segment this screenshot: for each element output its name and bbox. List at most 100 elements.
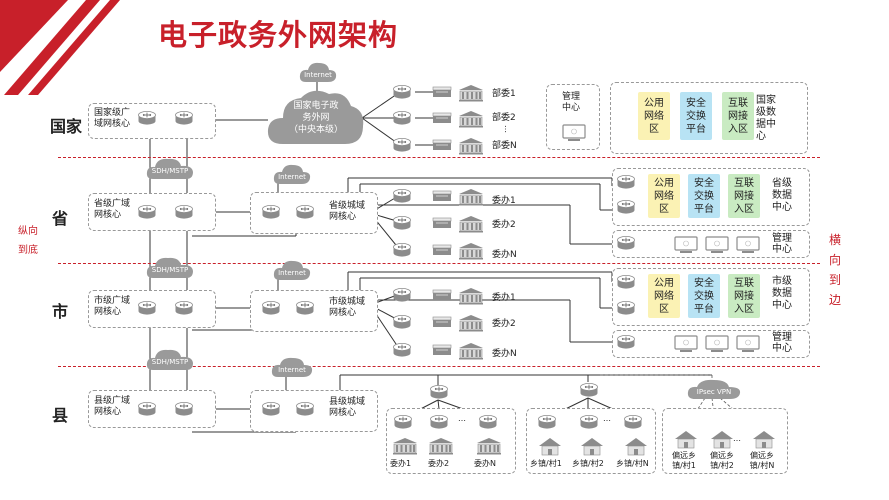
city-wan-core-label: 市级广域 网核心 bbox=[94, 296, 131, 317]
county-internet-label: Internet bbox=[278, 366, 306, 374]
county-town-2: 乡镇/村2 bbox=[572, 459, 604, 468]
county-remote-dots: … bbox=[733, 434, 741, 443]
province-mgmt-label: 管理 中心 bbox=[772, 233, 792, 255]
city-mgmt-router bbox=[617, 334, 635, 353]
county-town-house-3 bbox=[624, 437, 648, 461]
province-metro-router-2 bbox=[296, 204, 314, 223]
city-router-1 bbox=[138, 300, 156, 319]
city-metro-label: 市级城域 网核心 bbox=[329, 297, 366, 318]
national-internet-label: Internet bbox=[304, 71, 332, 79]
vertical-note: 纵向 到底 bbox=[18, 226, 38, 256]
national-wan-core-label: 国家级广 域网核心 bbox=[94, 108, 131, 129]
national-dept-router-2 bbox=[393, 110, 411, 129]
city-internet-cloud bbox=[273, 260, 311, 280]
separator-city-county bbox=[58, 366, 820, 367]
national-dept-building-3 bbox=[458, 137, 484, 159]
city-mgmt-monitor-1 bbox=[674, 335, 698, 357]
province-office-router-1 bbox=[393, 188, 411, 207]
horizontal-note: 横 向 到 边 bbox=[829, 233, 842, 307]
city-zone-exchange: 安全 交换 平台 bbox=[688, 274, 720, 318]
county-remote-house-1 bbox=[674, 430, 698, 454]
province-office-server-1 bbox=[432, 189, 452, 208]
county-office-1: 委办1 bbox=[390, 459, 412, 468]
province-office-1: 委办1 bbox=[492, 196, 516, 206]
county-remote-house-2 bbox=[710, 430, 734, 454]
county-town-3: 乡镇/村N bbox=[616, 459, 649, 468]
national-mgmt-label: 管理 中心 bbox=[561, 92, 580, 113]
county-office-building-1 bbox=[392, 437, 418, 459]
province-zone-exchange: 安全 交换 平台 bbox=[688, 174, 720, 218]
national-dept-server-1 bbox=[432, 85, 452, 104]
county-remote-2: 偏远乡 镇/村2 bbox=[710, 451, 734, 470]
national-dept-router-1 bbox=[393, 84, 411, 103]
province-mgmt-monitor-2 bbox=[705, 236, 729, 258]
city-office-server-2 bbox=[432, 315, 452, 334]
city-office-building-3 bbox=[458, 342, 484, 364]
county-metro-label: 县级城域 网核心 bbox=[329, 397, 366, 418]
county-office-dots: … bbox=[458, 414, 466, 423]
county-office-router-3 bbox=[479, 414, 497, 433]
national-main-cloud-label: 国家电子政 务外网 （中央本级） bbox=[288, 101, 343, 135]
county-metro-router-1 bbox=[262, 401, 280, 420]
city-zone-public: 公用 网络 区 bbox=[648, 274, 680, 318]
county-office-2: 委办2 bbox=[428, 459, 450, 468]
national-dept-building-2 bbox=[458, 110, 484, 132]
separator-national-province bbox=[58, 157, 820, 158]
province-router-2 bbox=[175, 204, 193, 223]
county-router-2 bbox=[175, 401, 193, 420]
county-town-router-3 bbox=[624, 414, 642, 433]
province-sdh-label: SDH/MSTP bbox=[151, 167, 189, 175]
county-dist-router-2 bbox=[580, 382, 598, 401]
national-zone-public: 公用 网络 区 bbox=[638, 92, 670, 140]
city-mgmt-label: 管理 中心 bbox=[772, 332, 792, 354]
county-metro-router-2 bbox=[296, 401, 314, 420]
province-mgmt-monitor-3 bbox=[736, 236, 760, 258]
separator-province-city bbox=[58, 263, 820, 264]
province-zone-internet: 互联 网接 入区 bbox=[728, 174, 760, 218]
level-national: 国家 bbox=[50, 117, 83, 136]
city-mgmt-monitor-3 bbox=[736, 335, 760, 357]
city-office-3: 委办N bbox=[492, 349, 517, 359]
province-router-1 bbox=[138, 204, 156, 223]
county-ipsec-cloud bbox=[687, 379, 741, 399]
national-dc-label: 国家 级数 据中 心 bbox=[756, 95, 776, 142]
province-office-server-3 bbox=[432, 243, 452, 262]
province-internet-label: Internet bbox=[278, 173, 306, 181]
county-office-3: 委办N bbox=[474, 459, 496, 468]
province-zone-public: 公用 网络 区 bbox=[648, 174, 680, 218]
city-sdh-label: SDH/MSTP bbox=[151, 266, 189, 274]
county-sdh-label: SDH/MSTP bbox=[151, 358, 189, 366]
national-router-2 bbox=[175, 110, 193, 129]
county-town-1: 乡镇/村1 bbox=[530, 459, 562, 468]
national-dept-server-3 bbox=[432, 138, 452, 157]
national-dept-3: 部委N bbox=[492, 141, 517, 151]
province-office-3: 委办N bbox=[492, 250, 517, 260]
county-office-router-1 bbox=[394, 414, 412, 433]
city-metro-router-2 bbox=[296, 300, 314, 319]
city-dc-router-2 bbox=[617, 300, 635, 319]
national-dept-server-2 bbox=[432, 111, 452, 130]
city-dc-label: 市级 数据 中心 bbox=[772, 276, 792, 311]
national-dept-1: 部委1 bbox=[492, 89, 516, 99]
national-zone-exchange: 安全 交换 平台 bbox=[680, 92, 712, 140]
city-office-router-2 bbox=[393, 314, 411, 333]
province-office-building-3 bbox=[458, 242, 484, 264]
city-dc-router-1 bbox=[617, 274, 635, 293]
province-wan-core-label: 省级广域 网核心 bbox=[94, 199, 131, 220]
city-sdh-cloud bbox=[146, 257, 193, 278]
county-office-building-3 bbox=[476, 437, 502, 459]
city-mgmt-monitor-2 bbox=[705, 335, 729, 357]
level-county: 县 bbox=[52, 406, 69, 425]
province-office-building-2 bbox=[458, 215, 484, 237]
province-sdh-cloud bbox=[146, 156, 194, 180]
national-dept-router-3 bbox=[393, 137, 411, 156]
city-office-router-1 bbox=[393, 287, 411, 306]
county-town-router-2 bbox=[580, 414, 598, 433]
corner-decoration bbox=[0, 0, 120, 95]
county-remote-3: 偏远乡 镇/村N bbox=[749, 451, 775, 470]
city-zone-internet: 互联 网接 入区 bbox=[728, 274, 760, 318]
province-office-2: 委办2 bbox=[492, 220, 516, 230]
county-sdh-cloud bbox=[146, 349, 193, 370]
province-dc-router-2 bbox=[617, 199, 635, 218]
national-mgmt-monitor bbox=[562, 124, 586, 146]
